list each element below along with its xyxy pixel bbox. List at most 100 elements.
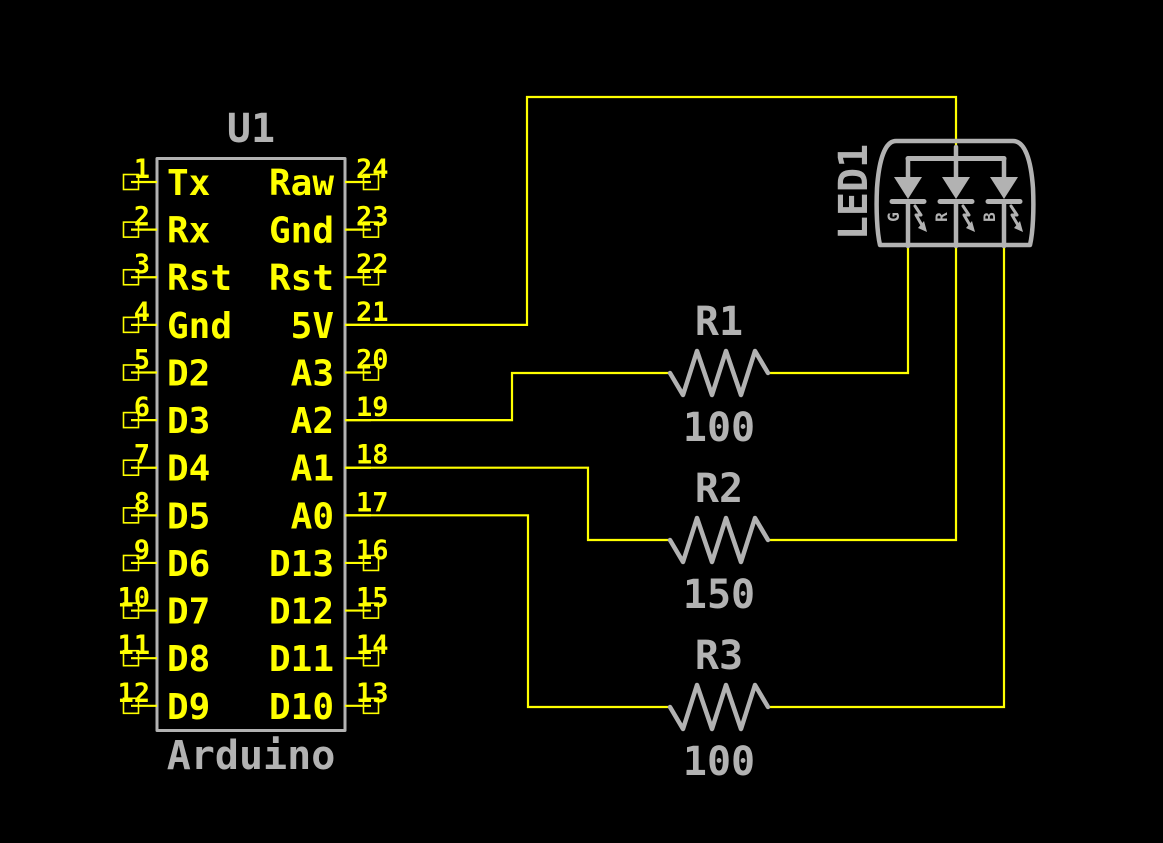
pin-name: Raw bbox=[269, 163, 334, 204]
unconnected-pin-marker bbox=[362, 221, 380, 238]
led1-channel-label-g: G bbox=[884, 212, 903, 222]
u1-pin-7[interactable]: 7 D4 bbox=[122, 440, 211, 490]
wire-r1-to-led1-g[interactable] bbox=[768, 245, 910, 375]
pin-name: Rx bbox=[167, 211, 210, 252]
unconnected-pin-marker bbox=[122, 364, 140, 381]
pin-name: D2 bbox=[167, 353, 210, 394]
unconnected-pin-marker bbox=[122, 268, 140, 286]
pin-number: 5 bbox=[134, 344, 150, 375]
wire-a1-to-r2[interactable] bbox=[345, 466, 670, 542]
u1-pin-13[interactable]: 13 D10 bbox=[269, 678, 389, 728]
pin-number: 13 bbox=[356, 678, 389, 709]
pin-name: D3 bbox=[167, 401, 210, 442]
pin-name: D7 bbox=[167, 592, 210, 633]
pin-name: D4 bbox=[167, 449, 210, 490]
pin-number: 14 bbox=[356, 630, 389, 661]
wire-a2-to-r1[interactable] bbox=[345, 371, 670, 422]
pin-name: Rst bbox=[167, 258, 232, 299]
r3-value[interactable]: 100 bbox=[683, 739, 755, 785]
wire-5v-to-led1-anode[interactable] bbox=[345, 95, 958, 326]
emission-bolt-arrowhead bbox=[1014, 221, 1023, 232]
pin-name: D6 bbox=[167, 544, 210, 585]
pin-number: 1 bbox=[134, 154, 150, 185]
unconnected-pin-marker bbox=[362, 364, 380, 381]
u1-pin-9[interactable]: 9 D6 bbox=[122, 535, 211, 585]
u1-value[interactable]: Arduino bbox=[167, 733, 336, 779]
component-r2[interactable]: R2 150 bbox=[667, 466, 771, 618]
unconnected-pin-marker bbox=[362, 649, 380, 667]
pin-number: 11 bbox=[117, 630, 150, 661]
unconnected-pin-marker bbox=[122, 554, 140, 572]
pin-number: 16 bbox=[356, 535, 389, 566]
u1-pin-6[interactable]: 6 D3 bbox=[122, 392, 211, 442]
pin-name: 5V bbox=[291, 306, 334, 347]
unconnected-pin-marker bbox=[122, 411, 140, 429]
r2-reference[interactable]: R2 bbox=[695, 466, 743, 512]
wire-r2-to-led1-r[interactable] bbox=[768, 245, 958, 542]
pin-number: 9 bbox=[134, 535, 150, 566]
pin-name: D8 bbox=[167, 639, 210, 680]
pin-number: 7 bbox=[134, 440, 150, 471]
r2-value[interactable]: 150 bbox=[683, 572, 755, 618]
led1-diode-green: G bbox=[884, 156, 927, 249]
wire-a0-to-r3[interactable] bbox=[345, 514, 670, 709]
emission-bolt-arrowhead bbox=[966, 221, 975, 232]
pin-name: D10 bbox=[269, 687, 334, 728]
r3-reference[interactable]: R3 bbox=[695, 633, 743, 679]
u1-reference[interactable]: U1 bbox=[227, 106, 275, 152]
led1-diode-blue: B bbox=[980, 156, 1023, 249]
pin-number: 20 bbox=[356, 344, 389, 375]
r1-body[interactable] bbox=[667, 348, 771, 398]
u1-body[interactable] bbox=[155, 157, 347, 732]
unconnected-pin-marker bbox=[122, 697, 140, 715]
pin-number: 21 bbox=[356, 297, 389, 328]
pin-number: 17 bbox=[356, 487, 389, 518]
u1-pin-11[interactable]: 11 D8 bbox=[117, 630, 210, 680]
pin-number: 6 bbox=[134, 392, 150, 423]
r3-body[interactable] bbox=[667, 682, 771, 732]
component-r3[interactable]: R3 100 bbox=[667, 633, 771, 785]
unconnected-pin-marker bbox=[122, 507, 140, 524]
pin-name: D12 bbox=[269, 592, 334, 633]
diode-triangle bbox=[990, 177, 1018, 199]
pin-number: 3 bbox=[134, 249, 150, 280]
wire-r3-to-led1-b[interactable] bbox=[768, 245, 1006, 709]
pin-name: Gnd bbox=[269, 211, 334, 252]
component-r1[interactable]: R1 100 bbox=[667, 299, 771, 451]
unconnected-pin-marker bbox=[122, 649, 140, 667]
pin-name: A2 bbox=[291, 401, 334, 442]
led1-channel-label-b: B bbox=[980, 212, 999, 222]
pin-name: Rst bbox=[269, 258, 334, 299]
r1-value[interactable]: 100 bbox=[683, 405, 755, 451]
emission-bolt-icon bbox=[913, 204, 925, 229]
component-led1[interactable]: LED1 G R bbox=[831, 138, 1036, 249]
pin-number: 12 bbox=[117, 678, 150, 709]
led1-reference[interactable]: LED1 bbox=[831, 144, 877, 240]
r1-reference[interactable]: R1 bbox=[695, 299, 743, 345]
u1-pin-15[interactable]: 15 D12 bbox=[269, 583, 389, 633]
pin-number: 15 bbox=[356, 583, 389, 614]
unconnected-pin-marker bbox=[122, 221, 140, 238]
u1-pin-21[interactable]: 21 5V bbox=[291, 297, 389, 347]
u1-pin-3[interactable]: 3 Rst bbox=[122, 249, 233, 299]
r2-body[interactable] bbox=[667, 515, 771, 565]
u1-pin-5[interactable]: 5 D2 bbox=[122, 344, 211, 394]
